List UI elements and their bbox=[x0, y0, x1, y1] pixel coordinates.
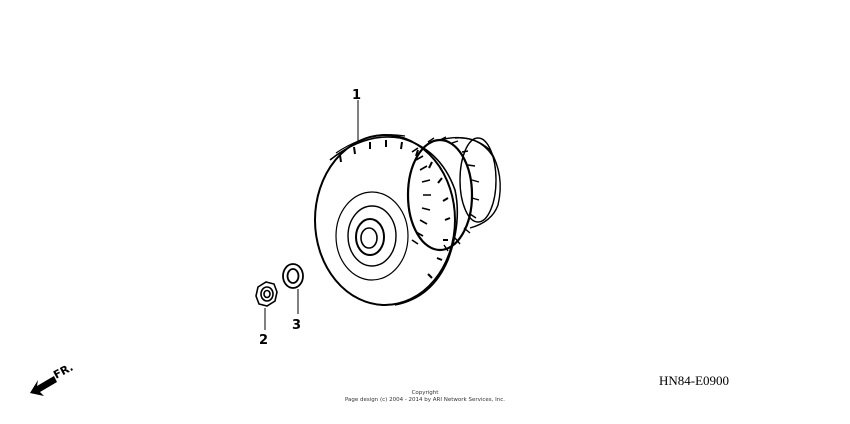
front-direction-arrow-icon bbox=[30, 376, 57, 396]
front-direction-label: FR. bbox=[51, 361, 75, 382]
copyright-line-2: Page design (c) 2004 - 2014 by ARI Netwo… bbox=[345, 397, 505, 403]
diagram-code: HN84-E0900 bbox=[659, 373, 729, 388]
callout-part-2: 2 bbox=[259, 333, 268, 348]
copyright-line-1: Copyright bbox=[412, 390, 440, 396]
clutch-assembly-drawing bbox=[314, 134, 501, 306]
washer-drawing bbox=[282, 263, 304, 289]
leader-lines bbox=[264, 100, 359, 330]
callout-part-3: 3 bbox=[292, 318, 301, 333]
nut-drawing bbox=[255, 281, 278, 307]
callout-part-1: 1 bbox=[352, 88, 361, 103]
